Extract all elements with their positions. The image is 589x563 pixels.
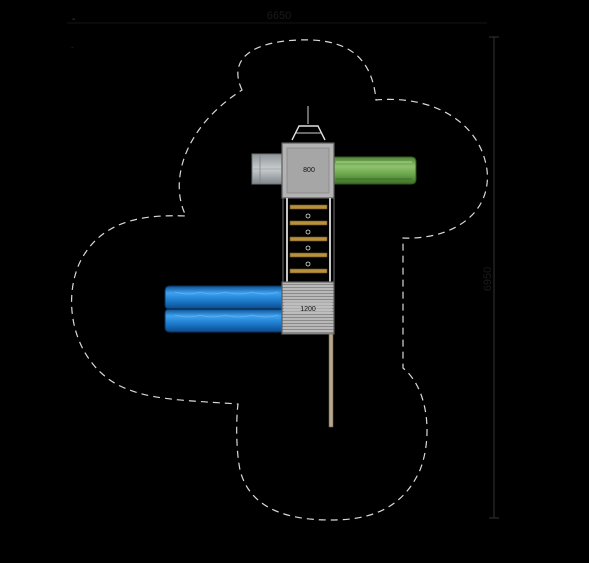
width-dimension: 6650 xyxy=(67,10,487,24)
ladder-rungs xyxy=(289,204,328,274)
corner-mark-top-left: ‐ xyxy=(72,14,75,25)
width-dimension-label: 6650 xyxy=(267,10,291,22)
ladder xyxy=(282,198,335,282)
green-slide xyxy=(331,156,417,185)
fire-pole xyxy=(328,333,334,428)
blue-double-slide xyxy=(164,285,284,333)
lower-platform: 1200 xyxy=(281,281,335,335)
tower-roof xyxy=(291,106,326,141)
upper-platform: 800 xyxy=(281,142,335,199)
corner-mark-left: ‐ xyxy=(71,42,74,52)
height-dimension-label: 6950 xyxy=(482,267,494,291)
lower-platform-label: 1200 xyxy=(300,306,316,313)
upper-platform-label: 800 xyxy=(303,167,315,174)
grey-slide xyxy=(251,153,285,185)
safety-zone-outline xyxy=(70,39,488,521)
height-dimension: 6950 xyxy=(482,36,499,519)
